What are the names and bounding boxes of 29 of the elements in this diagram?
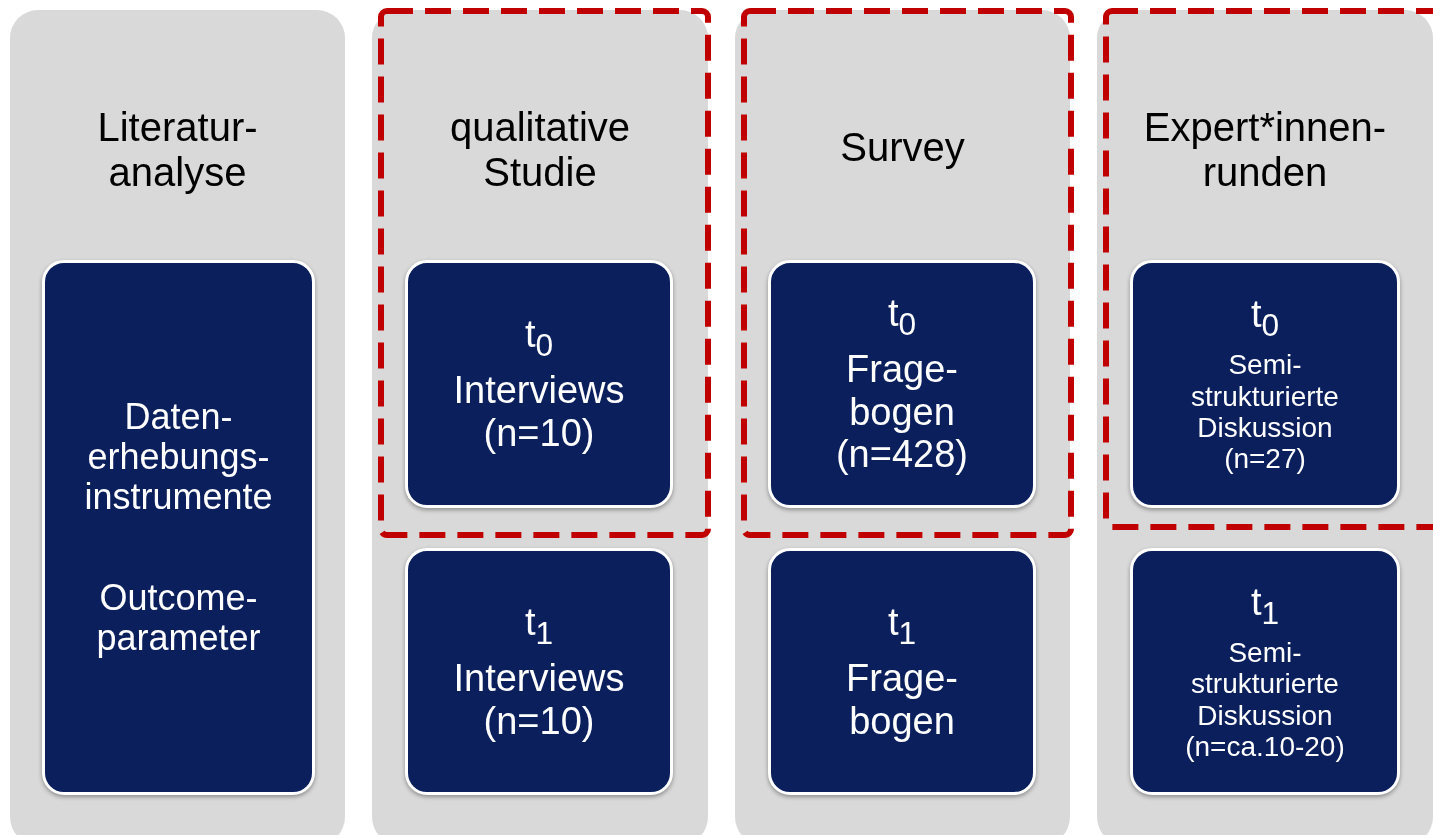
step-box	[1130, 548, 1400, 795]
box-text: Daten- erhebungs- instrumente	[84, 396, 273, 518]
time-label: t$_{1}$	[887, 600, 917, 651]
step-box	[405, 548, 673, 795]
time-label: t$_{1}$	[1250, 580, 1280, 631]
box-text: Interviews (n=10)	[453, 369, 625, 455]
box-text: Outcome- parameter	[96, 577, 261, 659]
step-box	[42, 260, 315, 795]
time-label: t$_{0}$	[524, 313, 554, 364]
box-text: Interviews (n=10)	[453, 657, 625, 743]
box-text: Frage- bogen (n=428)	[835, 348, 968, 476]
column-heading: Expert*innen- runden	[1143, 105, 1387, 195]
step-box	[768, 260, 1036, 508]
box-text: Frage- bogen	[846, 657, 958, 743]
column-panel	[10, 10, 345, 835]
box-text: Semi- strukturierte Diskussion (n=27)	[1191, 349, 1339, 475]
column-panel	[735, 10, 1070, 835]
time-label: t$_{1}$	[524, 600, 554, 651]
column-heading: Literatur- analyse	[97, 105, 258, 195]
column-heading: qualitative Studie	[449, 105, 631, 195]
step-box	[405, 260, 673, 508]
column-heading: Survey	[840, 125, 965, 170]
column-panel	[372, 10, 708, 835]
step-box	[768, 548, 1036, 795]
time-label: t$_{0}$	[1250, 293, 1280, 344]
box-text: Semi- strukturierte Diskussion (n=ca.10-20)	[1185, 636, 1345, 763]
step-box	[1130, 260, 1400, 508]
time-label: t$_{0}$	[887, 292, 917, 343]
column-panel	[1097, 10, 1433, 835]
